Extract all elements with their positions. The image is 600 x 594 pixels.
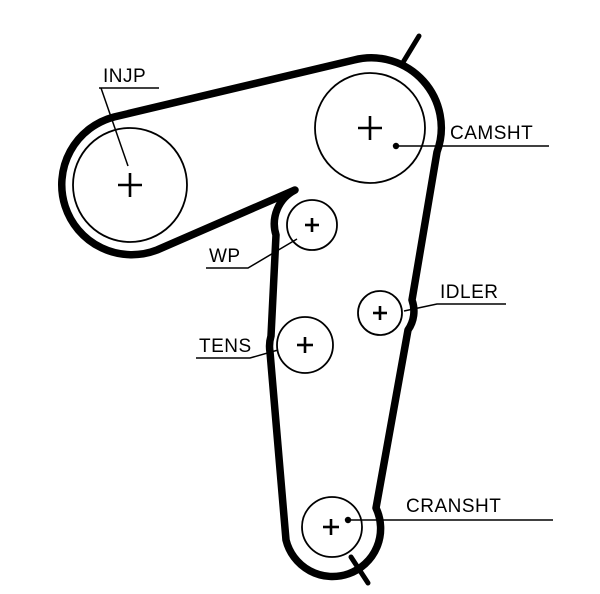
water-pump-label: WP xyxy=(209,246,241,267)
injp-label: INJP xyxy=(103,66,146,87)
camshaft-label: CAMSHT xyxy=(450,123,533,144)
tensioner-leader-line xyxy=(196,349,279,359)
crankshaft-leader-line xyxy=(344,516,553,524)
crankshaft-label: CRANSHT xyxy=(406,496,501,517)
camshaft-leader-dot xyxy=(392,142,400,150)
injp-center-mark-icon xyxy=(118,173,142,197)
water-pump-center-mark-icon xyxy=(305,218,319,232)
crankshaft-leader-dot xyxy=(344,516,352,524)
camshaft-leader-line xyxy=(392,142,549,150)
crankshaft-center-mark-icon xyxy=(323,519,339,535)
tensioner-center-mark-icon xyxy=(297,337,313,353)
idler-center-mark-icon xyxy=(373,306,387,320)
camshaft-timing-mark-icon xyxy=(399,33,422,67)
tensioner-label: TENS xyxy=(199,336,252,357)
water-pump-leader-line xyxy=(206,238,298,269)
idler-leader-line xyxy=(403,303,506,312)
idler-label: IDLER xyxy=(440,282,498,303)
injp-leader-line xyxy=(99,87,159,167)
crankshaft-timing-mark-icon xyxy=(348,554,371,586)
camshaft-center-mark-icon xyxy=(358,116,382,140)
belt-path xyxy=(58,54,445,581)
